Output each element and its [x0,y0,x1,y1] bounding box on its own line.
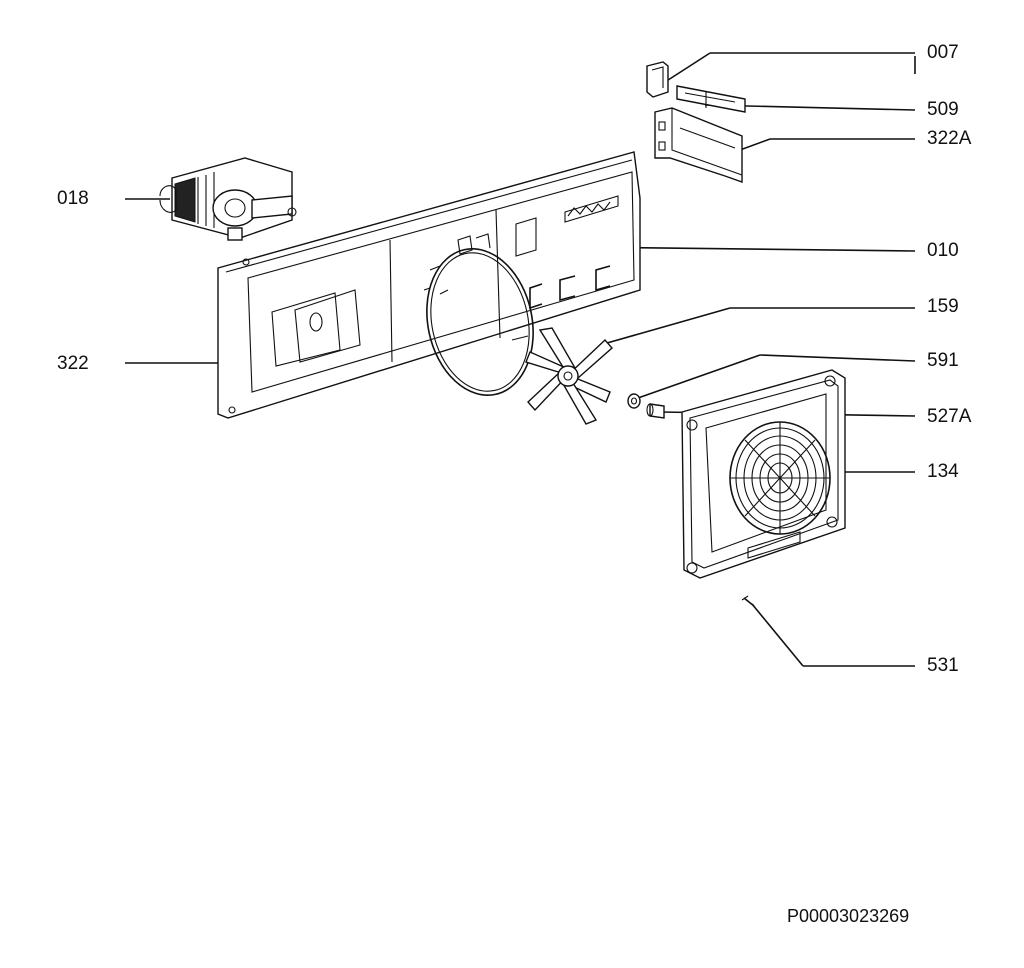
callout-322A: 322A [927,128,972,149]
part-527A-nut [646,403,665,419]
part-591-washer [627,393,641,409]
callout-010: 010 [927,240,959,261]
leader-531 [751,603,804,667]
callout-591: 591 [927,350,959,371]
callout-018: 018 [57,188,89,209]
leader-159 [599,307,731,346]
part-010-heating-ring [426,233,534,396]
part-134-fan-cover [681,369,846,579]
callout-159: 159 [927,296,959,317]
part-322A-bracket [654,107,743,183]
callout-322: 322 [57,353,89,374]
callout-007: 007 [927,42,959,63]
callout-509: 509 [927,99,959,120]
drawing-reference-number: P00003023269 [787,906,910,926]
part-007-clip [646,61,669,98]
leader-007 [664,52,711,83]
leader-322A [739,138,771,151]
part-509-plate [676,85,746,113]
part-322-back-panel [217,151,641,419]
part-159-fan-blade [525,327,613,425]
callout-531: 531 [927,655,959,676]
part-018-motor [159,157,297,241]
callout-527A: 527A [927,406,972,427]
leader-591 [637,354,761,399]
part-531-screw [741,595,755,607]
callout-134: 134 [927,461,959,482]
